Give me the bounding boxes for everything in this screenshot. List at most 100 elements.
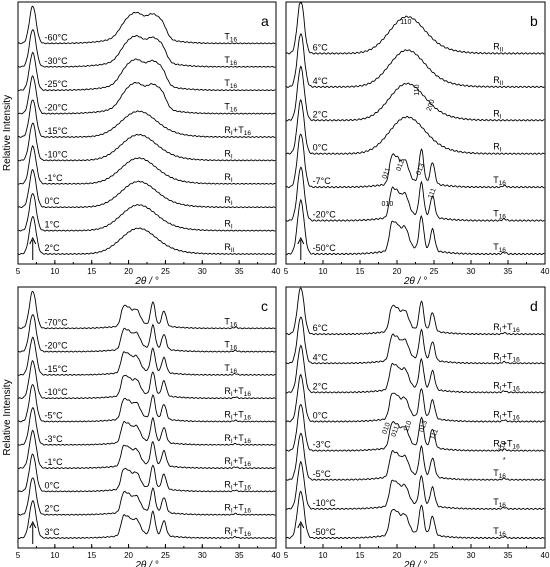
trace-line xyxy=(17,383,276,423)
trace-phase-label: T16 xyxy=(224,340,237,352)
y-axis-label: Relative Intensity xyxy=(2,95,13,171)
trace-line xyxy=(17,453,276,493)
trace-temp-label: -5°C xyxy=(313,469,332,479)
trace-phase-label: RI +T16 xyxy=(224,433,251,445)
x-tick-label: 30 xyxy=(198,267,207,276)
trace-line xyxy=(285,166,545,222)
trace-line xyxy=(285,98,545,155)
y-axis-label: Relative Intensity xyxy=(2,379,13,455)
trace-phase-label: RI +T16 xyxy=(224,125,251,137)
trace-line xyxy=(285,287,545,336)
trace-phase-label: RI xyxy=(224,148,233,160)
trace-phase-label: RI +T16 xyxy=(493,380,520,392)
trace-line xyxy=(285,490,545,540)
x-tick-label: 30 xyxy=(467,267,476,276)
trace-line xyxy=(17,290,276,330)
trace-phase-label: RI xyxy=(224,219,233,231)
trace-phase-label: RII xyxy=(224,242,234,254)
x-tick-label: 15 xyxy=(356,267,365,276)
panel-letter: d xyxy=(530,298,538,314)
x-axis-label: 2θ / ° xyxy=(403,276,427,287)
hkl-annotation: 110 xyxy=(403,420,413,433)
trace-phase-label: T16 xyxy=(493,175,506,187)
hkl-annotation: 013 xyxy=(415,163,426,176)
trace-phase-label: RI +T16 xyxy=(224,479,251,491)
trace-temp-label: -25°C xyxy=(45,79,69,89)
hkl-annotation: 011 xyxy=(382,167,392,180)
trace-temp-label: -20°C xyxy=(313,210,337,220)
hkl-annotation: 010 xyxy=(382,201,394,208)
trace-phase-label: RI +T16 xyxy=(493,439,520,451)
trace-line xyxy=(17,99,276,138)
trace-line xyxy=(17,169,276,209)
trace-temp-label: -50°C xyxy=(313,527,337,537)
x-tick-label: 35 xyxy=(504,267,513,276)
x-tick-label: 25 xyxy=(161,551,170,560)
panel-frame xyxy=(285,1,546,265)
trace-temp-label: 4°C xyxy=(313,76,329,86)
trace-line xyxy=(17,500,276,539)
hkl-annotation: 111 xyxy=(427,187,437,199)
trace-line xyxy=(285,432,545,481)
hkl-annotation: 110 xyxy=(400,19,411,26)
trace-line xyxy=(17,145,276,185)
x-tick-label: 15 xyxy=(87,267,96,276)
x-tick-label: 30 xyxy=(198,551,207,560)
trace-phase-label: T16 xyxy=(224,55,237,67)
trace-temp-label: -10°C xyxy=(45,149,69,159)
trace-phase-label: T16 xyxy=(224,316,237,328)
trace-line xyxy=(285,133,545,189)
trace-line xyxy=(17,51,276,92)
panel-letter: c xyxy=(261,298,268,314)
x-tick-label: 40 xyxy=(272,267,281,276)
x-tick-label: 20 xyxy=(124,551,133,560)
x-tick-label: 20 xyxy=(393,551,402,560)
trace-line xyxy=(17,359,276,400)
trace-line xyxy=(285,403,545,452)
x-tick-label: 5 xyxy=(16,551,21,560)
trace-phase-label: T16 xyxy=(224,78,237,90)
arrow-head xyxy=(29,520,37,529)
trace-temp-label: -20°C xyxy=(45,103,69,113)
trace-phase-label: RI xyxy=(493,142,502,154)
trace-temp-label: 0°C xyxy=(313,411,329,421)
x-tick-label: 25 xyxy=(430,267,439,276)
trace-phase-label: RI +T16 xyxy=(224,386,251,398)
trace-temp-label: 1°C xyxy=(45,220,61,230)
trace-line xyxy=(17,407,276,446)
trace-temp-label: -15°C xyxy=(45,126,69,136)
trace-phase-label: T16 xyxy=(224,363,237,375)
trace-line xyxy=(285,33,545,89)
x-tick-label: 10 xyxy=(319,267,328,276)
arrow-head xyxy=(29,236,37,245)
hkl-annotation: * xyxy=(503,457,506,464)
x-tick-label: 40 xyxy=(272,551,281,560)
trace-temp-label: -50°C xyxy=(313,243,337,253)
trace-phase-label: RI xyxy=(493,108,502,120)
trace-phase-label: T16 xyxy=(224,31,237,43)
x-tick-label: 30 xyxy=(467,551,476,560)
trace-line xyxy=(17,429,276,469)
trace-phase-label: RI +T16 xyxy=(493,322,520,334)
trace-line xyxy=(285,316,545,365)
trace-phase-label: T16 xyxy=(493,468,506,480)
x-tick-label: 5 xyxy=(16,267,21,276)
trace-temp-label: 6°C xyxy=(313,323,329,333)
x-axis-label: 2θ / ° xyxy=(134,560,158,567)
x-tick-label: 10 xyxy=(319,551,328,560)
trace-temp-label: -1°C xyxy=(45,173,64,183)
x-tick-label: 35 xyxy=(504,551,513,560)
trace-temp-label: 4°C xyxy=(313,352,329,362)
trace-temp-label: 2°C xyxy=(45,504,61,514)
hkl-annotation: 200 xyxy=(426,99,437,112)
x-tick-label: 10 xyxy=(50,267,59,276)
x-tick-label: 40 xyxy=(541,267,550,276)
trace-temp-label: 2°C xyxy=(313,109,329,119)
hkl-annotation: 110 xyxy=(498,440,508,453)
trace-line xyxy=(17,122,276,162)
trace-temp-label: 3°C xyxy=(45,527,61,537)
trace-phase-label: RI +T16 xyxy=(224,456,251,468)
